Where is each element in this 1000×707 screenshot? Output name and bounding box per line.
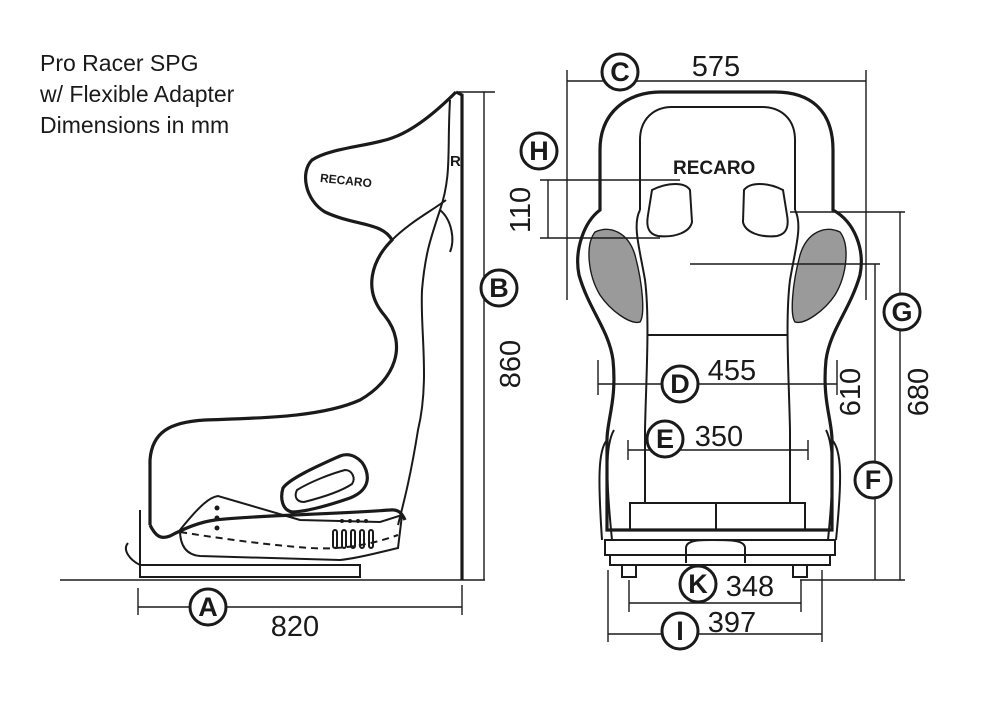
- side-shoulder-curve: [391, 199, 454, 253]
- badge-G-letter: G: [891, 297, 912, 327]
- front-belt-slot-right: [741, 183, 789, 238]
- badge-D: D: [660, 364, 700, 404]
- side-cushion-outline: [148, 508, 407, 539]
- diagram-caption: Pro Racer SPG w/ Flexible Adapter Dimens…: [40, 48, 234, 141]
- side-bracket: [178, 494, 404, 562]
- side-vent-slots: [332, 529, 374, 549]
- front-side-wings: [598, 429, 842, 541]
- side-bolster-line: [397, 99, 451, 526]
- seat-front-view: RECARO: [576, 90, 863, 578]
- badge-H-letter: H: [529, 136, 549, 166]
- badge-C: C: [600, 52, 640, 92]
- side-belt-slot: [280, 453, 369, 514]
- side-brand-logo: RECARO: [319, 171, 372, 190]
- dim-F-value: 610: [835, 368, 867, 416]
- badge-B-letter: B: [489, 273, 509, 303]
- dim-C-value: 575: [692, 51, 740, 83]
- caption-model: Pro Racer SPG: [40, 50, 199, 76]
- front-back-inner: [635, 209, 800, 503]
- caption-units: Dimensions in mm: [40, 112, 230, 138]
- badge-D-letter: D: [670, 369, 690, 399]
- badge-K: K: [678, 564, 718, 604]
- front-base-handle: [685, 539, 746, 563]
- front-base-frame: [604, 539, 836, 566]
- badge-F: F: [853, 460, 893, 500]
- front-brand-logo: RECARO: [673, 158, 755, 179]
- front-cushion: [629, 502, 806, 531]
- dim-E-value: 350: [695, 421, 743, 453]
- badge-F-letter: F: [865, 465, 882, 495]
- front-side-pad-right: [791, 228, 847, 324]
- dim-K-value: 348: [726, 571, 774, 603]
- dim-H-value: 110: [505, 187, 537, 233]
- badge-K-letter: K: [688, 569, 708, 599]
- badge-A: A: [188, 587, 228, 627]
- caption-adapter: w/ Flexible Adapter: [40, 81, 235, 107]
- seat-side-view: RECARO R: [124, 90, 464, 580]
- dim-I-value: 397: [708, 607, 756, 639]
- badge-I-letter: I: [676, 616, 684, 646]
- badge-A-letter: A: [198, 592, 218, 622]
- badge-E: E: [645, 419, 685, 459]
- side-dimension-lines: [60, 91, 495, 615]
- front-headrest-inner: [639, 106, 796, 210]
- badge-E-letter: E: [656, 424, 674, 454]
- side-brand-initial: R: [450, 153, 461, 170]
- dim-D-value: 455: [708, 355, 756, 387]
- side-belt-slot-inner: [294, 468, 355, 504]
- front-shell-outline: [576, 90, 863, 532]
- badge-C-letter: C: [610, 57, 630, 87]
- front-base-feet: [621, 564, 808, 578]
- badge-G: G: [882, 292, 922, 332]
- side-bracket-dashed: [179, 531, 399, 550]
- dim-A-value: 820: [271, 611, 319, 643]
- side-rail: [124, 510, 361, 578]
- side-shell-outline: [148, 90, 464, 580]
- dim-G-value: 680: [903, 368, 935, 416]
- badge-H: H: [519, 131, 559, 171]
- front-belt-slot-left: [646, 183, 694, 238]
- dim-B-value: 860: [495, 340, 527, 388]
- badge-B: B: [479, 268, 519, 308]
- side-bracket-holes: [214, 505, 368, 531]
- badge-I: I: [660, 611, 700, 651]
- front-side-pad-left: [588, 228, 644, 324]
